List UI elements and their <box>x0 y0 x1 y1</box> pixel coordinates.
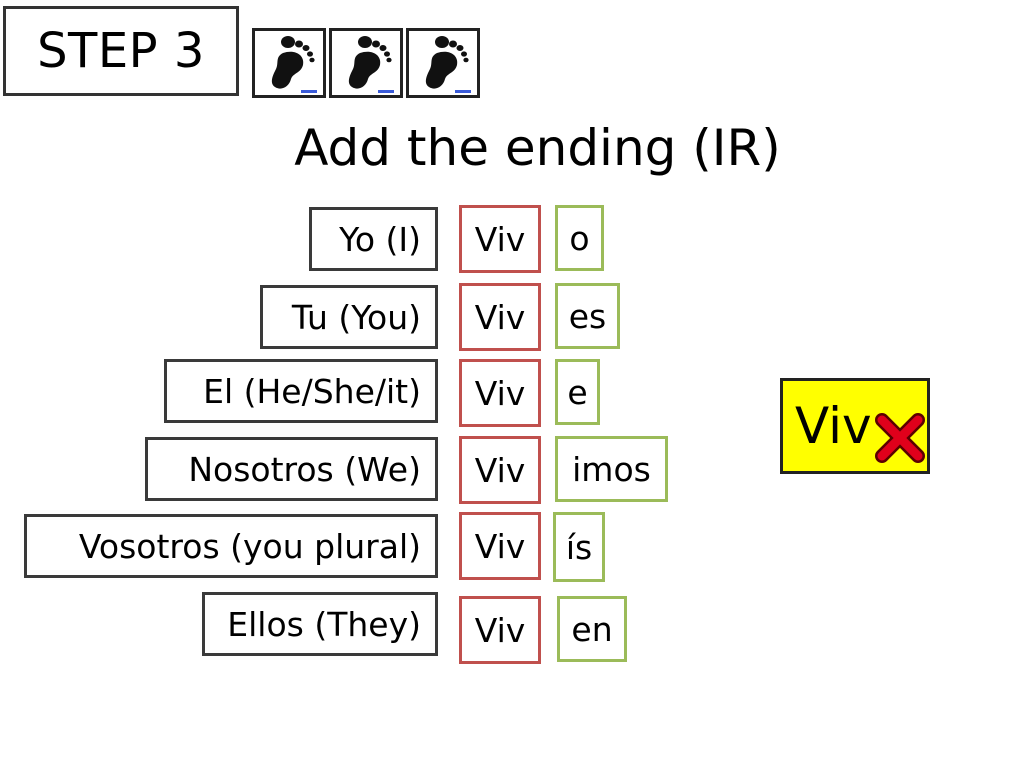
ending-box: imos <box>555 436 668 502</box>
ending-box: ís <box>553 512 605 582</box>
stem-box: Viv <box>459 283 541 351</box>
ending-box: en <box>557 596 627 662</box>
stem-box: Viv <box>459 436 541 504</box>
ending-box: e <box>555 359 600 425</box>
red-x-icon <box>875 413 925 463</box>
pronoun-el: El (He/She/it) <box>164 359 438 423</box>
footprint-icon <box>406 28 480 98</box>
footprint-icon <box>252 28 326 98</box>
pronoun-ellos: Ellos (They) <box>202 592 438 656</box>
stem-box: Viv <box>459 359 541 427</box>
stem-box: Viv <box>459 512 541 580</box>
stem-box: Viv <box>459 596 541 664</box>
pronoun-yo: Yo (I) <box>309 207 438 271</box>
ending-box: o <box>555 205 604 271</box>
page-title: Add the ending (IR) <box>294 119 781 177</box>
stem-box: Viv <box>459 205 541 273</box>
ending-box: es <box>555 283 620 349</box>
example-text: Viv <box>795 397 872 455</box>
footprint-icon <box>329 28 403 98</box>
pronoun-nosotros: Nosotros (We) <box>145 437 438 501</box>
pronoun-vosotros: Vosotros (you plural) <box>24 514 438 578</box>
pronoun-tu: Tu (You) <box>260 285 438 349</box>
step-label: STEP 3 <box>3 6 239 96</box>
